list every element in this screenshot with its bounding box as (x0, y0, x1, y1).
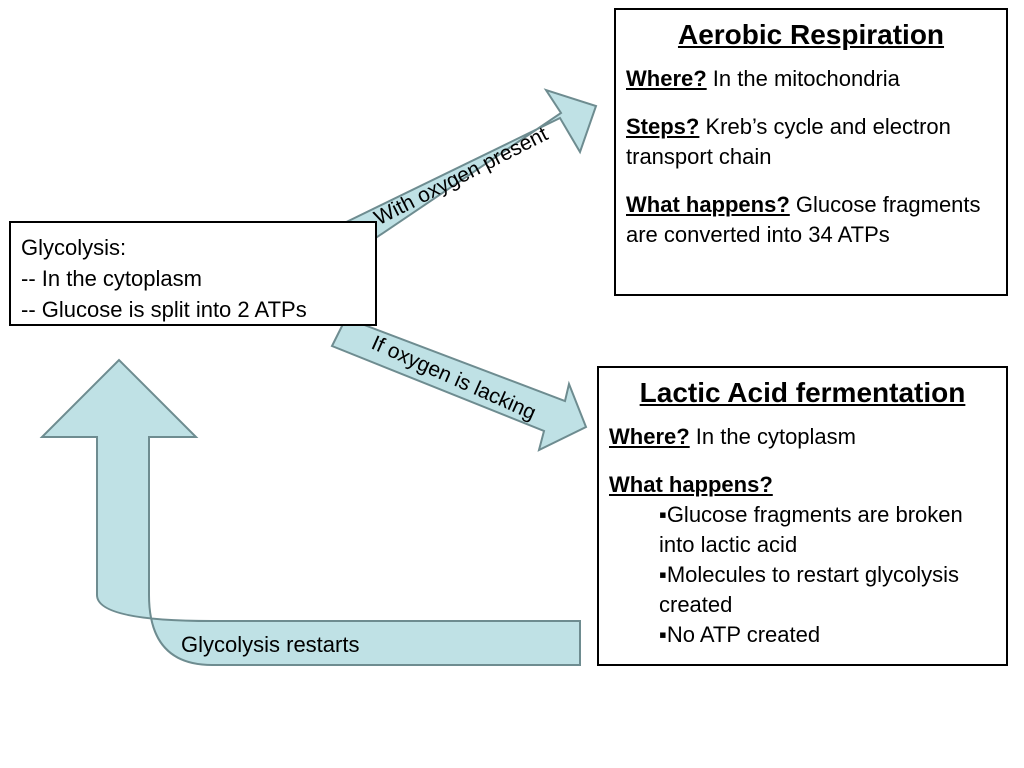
glycolysis-restarts-arrow: Glycolysis restarts (39, 358, 581, 666)
aerobic-where: Where? In the mitochondria (626, 64, 996, 94)
glycolysis-title: Glycolysis: (21, 235, 127, 260)
bullet-item: Glucose fragments are broken into lactic… (659, 500, 996, 560)
what-happens-label: What happens? (626, 192, 790, 217)
glycolysis-line: -- Glucose is split into 2 ATPs (21, 297, 307, 322)
lactic-acid-box: Lactic Acid fermentation Where? In the c… (597, 366, 1008, 666)
where-text: In the mitochondria (706, 66, 900, 91)
aerobic-respiration-box: Aerobic Respiration Where? In the mitoch… (614, 8, 1008, 296)
lactic-title: Lactic Acid fermentation (639, 377, 966, 408)
bullet-item: Molecules to restart glycolysis created (659, 560, 996, 620)
oxygen-present-label: With oxygen present (371, 122, 552, 229)
aerobic-happens: What happens? Glucose fragments are conv… (626, 190, 996, 250)
where-label: Where? (609, 424, 690, 449)
glycolysis-restarts-label: Glycolysis restarts (181, 632, 359, 657)
lactic-happens: What happens? (609, 470, 996, 500)
aerobic-steps: Steps? Kreb’s cycle and electron transpo… (626, 112, 996, 172)
what-happens-label: What happens? (609, 472, 773, 497)
lactic-bullet-list: Glucose fragments are broken into lactic… (609, 500, 996, 650)
what-happens-text: Glucose fragments are converted into 34 … (626, 192, 981, 247)
steps-text: Kreb’s cycle and electron transport chai… (626, 114, 951, 169)
glycolysis-line: -- In the cytoplasm (21, 266, 202, 291)
oxygen-lacking-label: If oxygen is lacking (368, 331, 539, 424)
oxygen-lacking-arrow: If oxygen is lacking (330, 316, 588, 452)
where-text: In the cytoplasm (689, 424, 856, 449)
lactic-where: Where? In the cytoplasm (609, 422, 996, 452)
where-label: Where? (626, 66, 707, 91)
aerobic-title: Aerobic Respiration (677, 19, 945, 50)
bullet-item: No ATP created (659, 620, 996, 650)
glycolysis-box: Glycolysis: -- In the cytoplasm -- Gluco… (9, 221, 377, 326)
steps-label: Steps? (626, 114, 700, 139)
